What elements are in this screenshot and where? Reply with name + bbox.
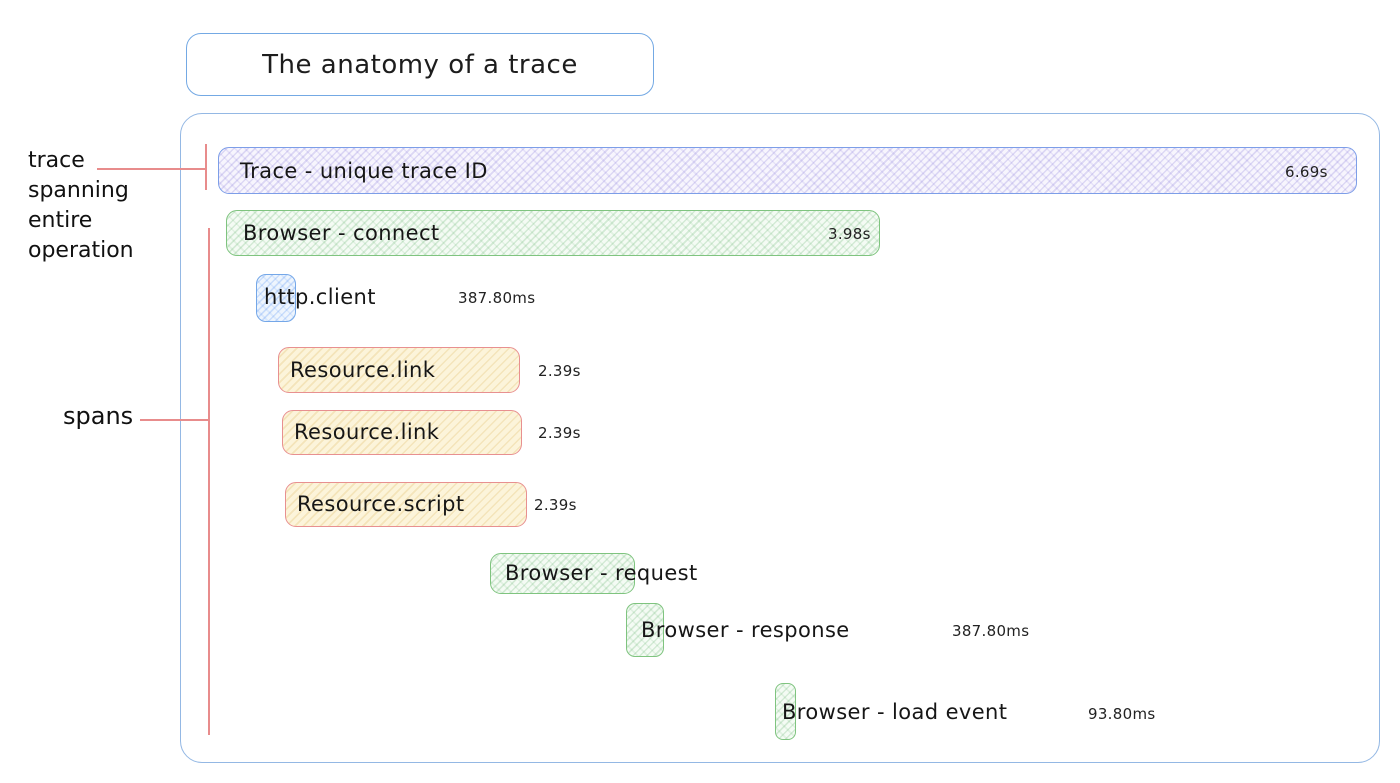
span-bar-resource-link-1 [278, 347, 520, 393]
span-duration-browser-response: 387.80ms [952, 622, 1030, 640]
annotation-spans-connector-line [140, 419, 209, 421]
span-duration-http-client: 387.80ms [458, 289, 536, 307]
span-label-resource-link-2: Resource.link [294, 420, 440, 444]
span-duration-browser-load-event: 93.80ms [1088, 705, 1156, 723]
span-label-browser-response: Browser - response [641, 618, 850, 642]
span-label-browser-connect: Browser - connect [243, 221, 440, 245]
span-label-http-client: http.client [264, 285, 376, 309]
span-duration-trace: 6.69s [1285, 163, 1328, 181]
span-bar-resource-script [285, 482, 527, 527]
annotation-trace-label: trace spanning entire operation [28, 148, 134, 263]
span-duration-resource-script: 2.39s [534, 496, 577, 514]
span-bar-browser-connect [226, 210, 880, 256]
trace-outer-container [180, 113, 1380, 763]
annotation-spans-label: spans [63, 402, 134, 430]
span-duration-resource-link-2: 2.39s [538, 424, 581, 442]
span-bar-resource-link-2 [282, 410, 522, 455]
span-label-trace: Trace - unique trace ID [240, 159, 488, 183]
annotation-spans-bracket-line [208, 228, 210, 735]
span-bar-trace [218, 147, 1357, 194]
annotation-trace-tick [205, 144, 207, 190]
annotation-trace-connector-line [97, 168, 205, 170]
span-bar-browser-request [490, 553, 635, 594]
title-text: The anatomy of a trace [262, 49, 578, 80]
title-box: The anatomy of a trace [186, 33, 654, 96]
span-label-resource-script: Resource.script [297, 492, 465, 516]
span-label-resource-link-1: Resource.link [290, 358, 436, 382]
span-label-browser-load-event: Browser - load event [782, 700, 1008, 724]
span-bar-browser-load-event [775, 683, 796, 740]
span-duration-browser-connect: 3.98s [828, 225, 871, 243]
span-label-browser-request: Browser - request [505, 561, 698, 585]
span-duration-resource-link-1: 2.39s [538, 362, 581, 380]
span-bar-browser-response [626, 603, 664, 657]
span-bar-http-client [256, 274, 296, 322]
